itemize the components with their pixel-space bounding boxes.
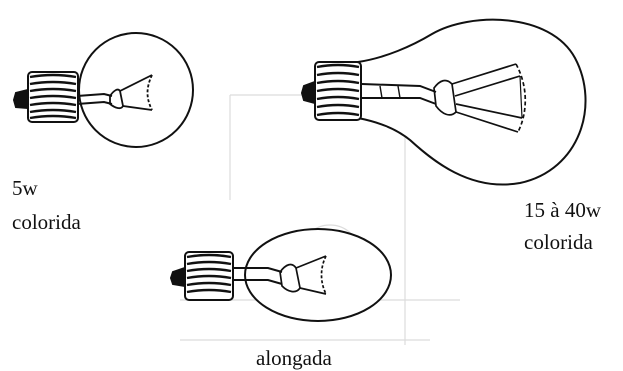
elongated-bulb-icon [171,229,391,321]
elongated-bulb-type-label: alongada [256,346,332,371]
large-bulb-wattage-label: 15 à 40w [524,198,601,223]
small-bulb-icon [14,33,193,147]
small-bulb-type-label: colorida [12,210,81,235]
screw-base-icon [14,72,78,122]
large-bulb-type-label: colorida [524,230,593,255]
small-bulb-wattage-label: 5w [12,176,38,201]
screw-base-icon [171,252,233,300]
screw-base-icon [302,62,361,120]
large-bulb-icon [302,20,586,185]
